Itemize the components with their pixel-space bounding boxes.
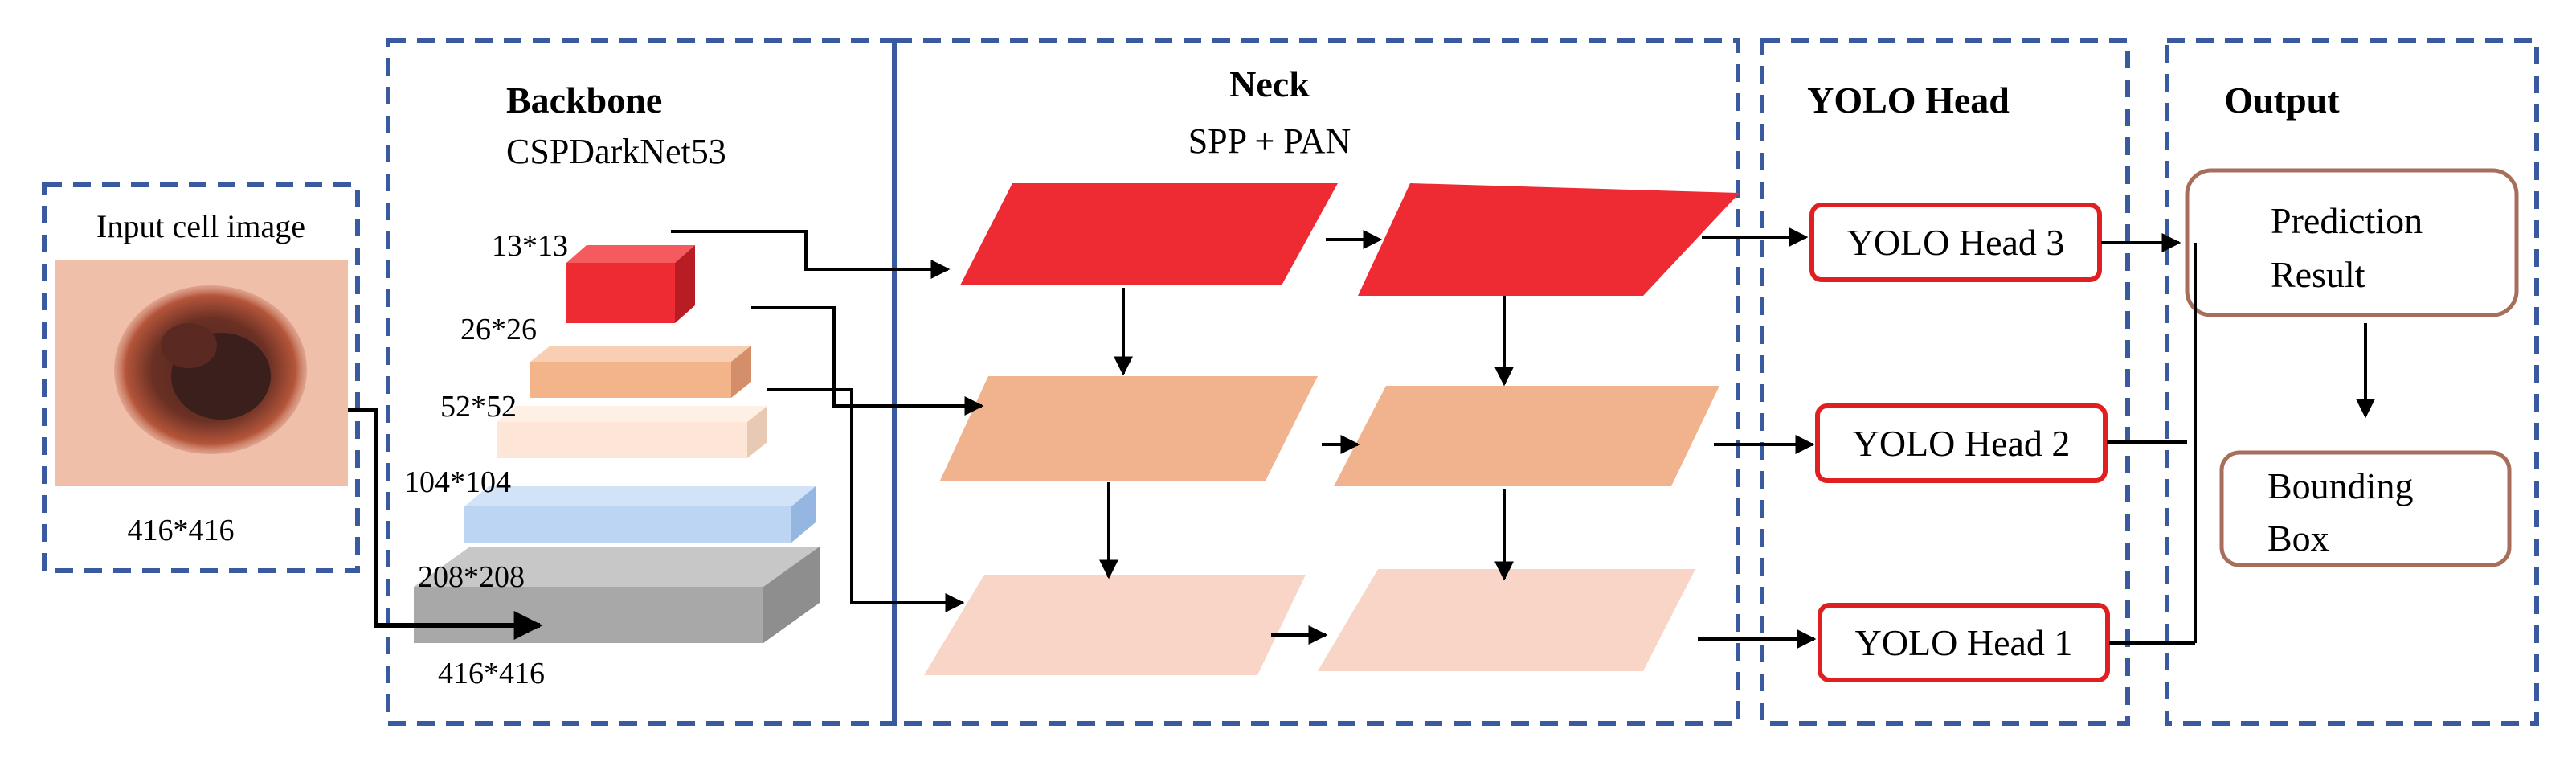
scale-label-26: 26*26 (460, 313, 537, 346)
layer-208 (414, 547, 820, 643)
neck-panel (892, 38, 1740, 726)
output-title: Output (2224, 80, 2340, 121)
input-size-label: 416*416 (128, 514, 235, 547)
yolo-head-3-label: YOLO Head 3 (1847, 222, 2065, 263)
neck-planes (924, 183, 1740, 675)
prediction-line-1: Prediction (2271, 200, 2423, 241)
input-panel (42, 182, 360, 573)
section-panels (42, 38, 2539, 726)
neck-plane-top-right (1358, 183, 1740, 296)
neck-subtitle: SPP + PAN (1188, 121, 1351, 161)
backbone-bottom-label: 416*416 (438, 657, 545, 690)
layer-52 (497, 406, 767, 458)
c13-to-neck (671, 230, 951, 279)
backbone-title: Backbone (506, 80, 662, 121)
backbone-panel (386, 38, 897, 726)
connectors (348, 227, 2375, 649)
bounding-line-2: Box (2267, 518, 2329, 559)
layer-26 (530, 346, 751, 398)
neck-plane-bot-left (924, 575, 1306, 675)
prediction-line-2: Result (2271, 254, 2365, 295)
bounding-box-box: Bounding Box (2219, 450, 2512, 567)
scale-label-13: 13*13 (492, 229, 568, 263)
scale-label-52: 52*52 (440, 390, 517, 424)
bounding-line-1: Bounding (2267, 465, 2413, 506)
yolo-head-3-box: YOLO Head 3 (1809, 203, 2102, 282)
prediction-result-box: Prediction Result (2185, 168, 2519, 317)
input-title: Input cell image (96, 208, 305, 244)
input-to-backbone-arrow (348, 408, 543, 640)
neck-plane-mid-left (940, 376, 1318, 481)
scale-label-208: 208*208 (418, 560, 525, 594)
output-panel (2165, 38, 2539, 726)
c26-to-neck (751, 306, 984, 416)
layer-104 (464, 486, 816, 543)
neck-plane-bot-right (1318, 569, 1695, 671)
backbone-pyramid (414, 245, 820, 643)
yolo-head-1-label: YOLO Head 1 (1855, 622, 2073, 663)
yolo-head-1-box: YOLO Head 1 (1818, 603, 2110, 682)
layer-13 (566, 245, 695, 323)
neck-plane-mid-right (1334, 386, 1719, 486)
neck-title: Neck (1229, 63, 1310, 104)
yolo-head-title: YOLO Head (1807, 80, 2010, 121)
yolo-head-panel (1760, 38, 2130, 726)
scale-label-104: 104*104 (404, 465, 511, 499)
neck-plane-top-left (960, 183, 1338, 285)
yolo-head-2-label: YOLO Head 2 (1853, 423, 2071, 464)
input-cell-image (55, 260, 348, 486)
yolo-head-2-box: YOLO Head 2 (1815, 403, 2108, 483)
backbone-subtitle: CSPDarkNet53 (506, 132, 726, 171)
c52-to-neck (767, 388, 965, 612)
